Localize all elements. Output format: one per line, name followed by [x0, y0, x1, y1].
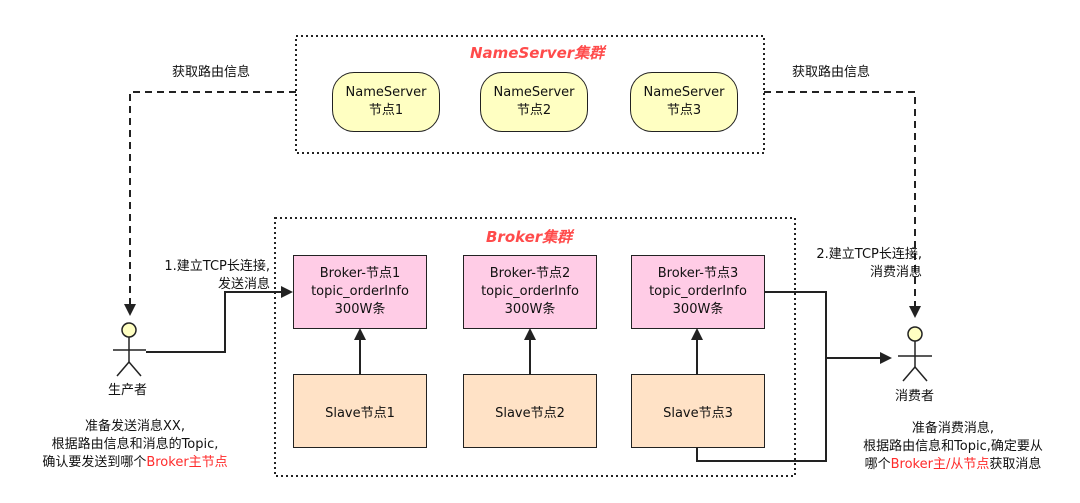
broker-cluster-border	[274, 217, 796, 477]
consumer-note-line2: 根据路由信息和Topic,确定要从	[863, 439, 1043, 454]
broker-cluster-title: Broker集群	[486, 228, 573, 246]
slave-node-3-label: Slave节点3	[663, 405, 733, 421]
producer-note-highlight: Broker主节点	[146, 455, 228, 470]
producer-note-line2: 根据路由信息和消息的Topic,	[51, 437, 219, 452]
nameserver-node-2: NameServer 节点2	[480, 72, 588, 132]
broker-node-1: Broker-节点1 topic_orderInfo 300W条	[293, 255, 427, 329]
broker-node-2-size: 300W条	[504, 302, 556, 317]
consumer-route-label: 获取路由信息	[792, 65, 871, 80]
broker-node-3-name: Broker-节点3	[657, 266, 739, 281]
consumer-connect-label: 2.建立TCP长连接, 消费消息	[792, 246, 922, 282]
consumer-note: 准备消费消息, 根据路由信息和Topic,确定要从 哪个Broker主/从节点获…	[838, 420, 1068, 474]
slave-node-2: Slave节点2	[463, 374, 597, 448]
producer-note: 准备发送消息XX, 根据路由信息和消息的Topic, 确认要发送到哪个Broke…	[20, 418, 250, 472]
broker-node-1-name: Broker-节点1	[319, 266, 401, 281]
broker-node-1-size: 300W条	[334, 302, 386, 317]
consumer-figure	[898, 326, 932, 382]
broker3-to-consumer-line	[765, 291, 827, 358]
nameserver-cluster-title: NameServer集群	[470, 44, 605, 62]
broker-node-2-topic: topic_orderInfo	[481, 284, 579, 299]
nameserver-node-3-name: NameServer	[643, 85, 725, 100]
broker-node-3-topic: topic_orderInfo	[649, 284, 747, 299]
consumer-note-line3-prefix: 哪个	[864, 457, 891, 472]
consumer-note-line1: 准备消费消息,	[911, 421, 995, 436]
nameserver-node-1-name: NameServer	[345, 85, 427, 100]
consumer-connect-line2: 消费消息	[869, 265, 922, 280]
broker-node-3: Broker-节点3 topic_orderInfo 300W条	[631, 255, 765, 329]
slave-node-2-label: Slave节点2	[495, 405, 565, 421]
consumer-connect-line1: 2.建立TCP长连接,	[816, 247, 922, 262]
producer-note-line3-prefix: 确认要发送到哪个	[42, 455, 147, 470]
consumer-label: 消费者	[895, 389, 935, 404]
slave3-to-consumer-line	[696, 358, 827, 462]
broker-node-1-topic: topic_orderInfo	[311, 284, 409, 299]
consumer-route-arrow	[764, 91, 921, 318]
nameserver-node-2-name: NameServer	[493, 85, 575, 100]
slave-node-1-label: Slave节点1	[325, 405, 395, 421]
producer-connect-label: 1.建立TCP长连接, 发送消息	[150, 258, 270, 294]
broker-node-2-name: Broker-节点2	[489, 266, 571, 281]
nameserver-node-1-label: 节点1	[368, 103, 404, 118]
producer-route-arrow	[124, 91, 296, 316]
slave-node-1: Slave节点1	[293, 374, 427, 448]
producer-label: 生产者	[108, 383, 148, 398]
producer-connect-line2: 发送消息	[217, 277, 270, 292]
broker-node-3-size: 300W条	[672, 302, 724, 317]
producer-connect-line1: 1.建立TCP长连接,	[164, 259, 270, 274]
nameserver-node-1: NameServer 节点1	[332, 72, 440, 132]
nameserver-cluster-border	[295, 35, 765, 154]
nameserver-node-3-label: 节点3	[666, 103, 702, 118]
producer-route-label: 获取路由信息	[172, 65, 251, 80]
producer-note-line3: 确认要发送到哪个Broker主节点	[20, 454, 250, 472]
producer-send-arrow	[146, 286, 293, 353]
consumer-note-line3: 哪个Broker主/从节点获取消息	[838, 456, 1068, 474]
producer-note-line1: 准备发送消息XX,	[85, 419, 185, 434]
broker-node-2: Broker-节点2 topic_orderInfo 300W条	[463, 255, 597, 329]
producer-figure	[113, 322, 146, 377]
nameserver-node-2-label: 节点2	[516, 103, 552, 118]
slave-node-3: Slave节点3	[631, 374, 765, 448]
consumer-note-line3-suffix: 获取消息	[989, 457, 1042, 472]
nameserver-node-3: NameServer 节点3	[630, 72, 738, 132]
consumer-note-highlight: Broker主/从节点	[890, 457, 990, 472]
